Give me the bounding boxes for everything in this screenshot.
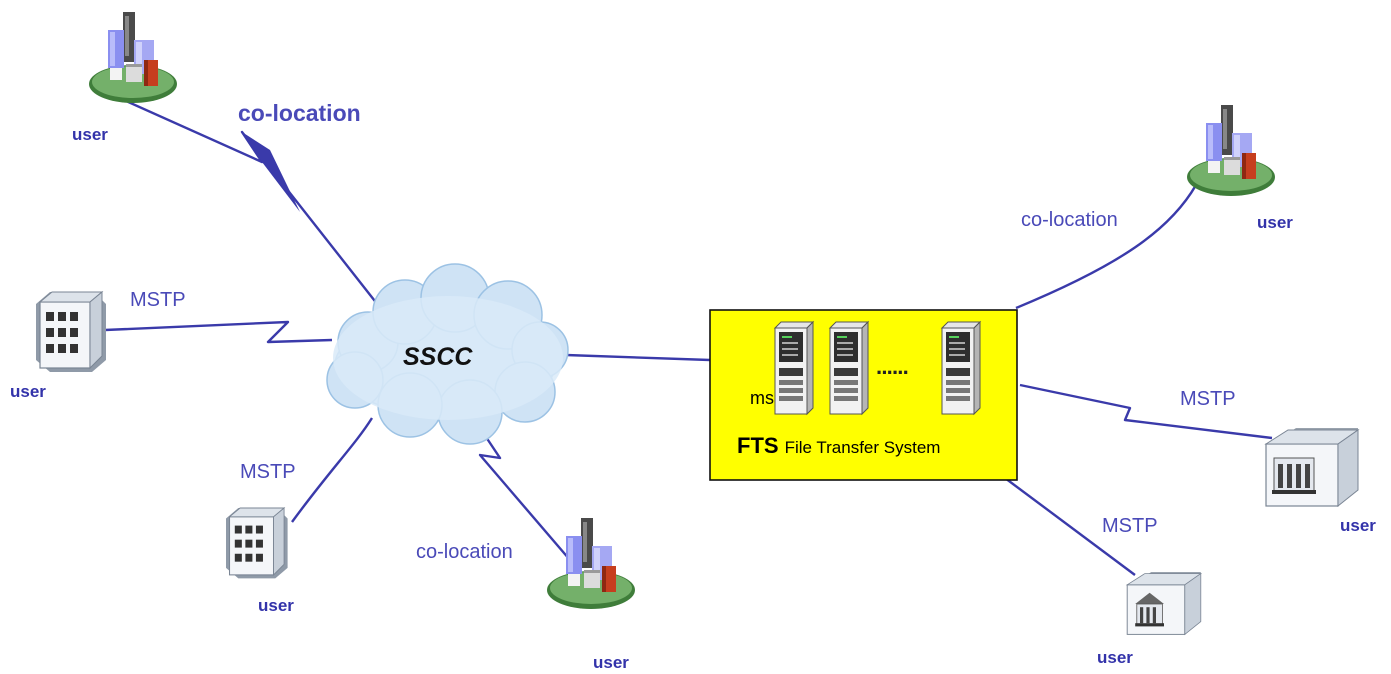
server-rack-icon [829, 321, 869, 415]
link-top-left [114, 94, 379, 306]
sscc-cloud: SSCC [326, 263, 569, 445]
link-label-top-right: co-location [1021, 209, 1118, 231]
user-label: user [1340, 516, 1376, 535]
user-label: user [10, 382, 46, 401]
link-label-left: MSTP [130, 289, 186, 311]
office-building-icon [225, 507, 289, 579]
link-bottom-right [1004, 477, 1136, 576]
link-label-bottom-left: MSTP [240, 461, 296, 483]
server-rack-icon [941, 321, 981, 415]
office-building-icon [35, 291, 107, 373]
user-label: user [593, 653, 629, 672]
office-campus-icon [1187, 105, 1275, 196]
connection-links [104, 94, 1273, 576]
link-left [104, 320, 333, 344]
link-top-left-bolt [242, 132, 300, 212]
link-bottom-left [291, 417, 374, 523]
server-rack-icon [774, 321, 814, 415]
link-top-right [1015, 184, 1198, 310]
user-node-right: user [1264, 428, 1376, 535]
link-right [1019, 383, 1273, 440]
link-bottom-center [477, 424, 571, 561]
link-label-top-left: co-location [238, 100, 361, 126]
user-node-left: user [10, 291, 107, 401]
cloud-label: SSCC [403, 343, 473, 371]
link-cloud-fts [565, 353, 711, 362]
link-label-right: MSTP [1180, 388, 1236, 410]
user-node-bottom-center: user [547, 518, 635, 672]
user-label: user [1097, 648, 1133, 667]
server-ellipsis: ······ [876, 360, 908, 385]
user-node-bottom-left: user [225, 507, 294, 615]
user-label: user [1257, 213, 1293, 232]
office-campus-icon [89, 12, 177, 103]
office-campus-icon [547, 518, 635, 609]
user-label: user [72, 125, 108, 144]
link-label-bottom-right: MSTP [1102, 515, 1158, 537]
user-node-top-left: user [72, 12, 177, 144]
user-node-bottom-right: user [1097, 572, 1203, 667]
user-label: user [258, 596, 294, 615]
link-label-bottom-center: co-location [416, 541, 513, 563]
user-node-top-right: user [1187, 105, 1293, 232]
server-label: ms [750, 388, 774, 408]
